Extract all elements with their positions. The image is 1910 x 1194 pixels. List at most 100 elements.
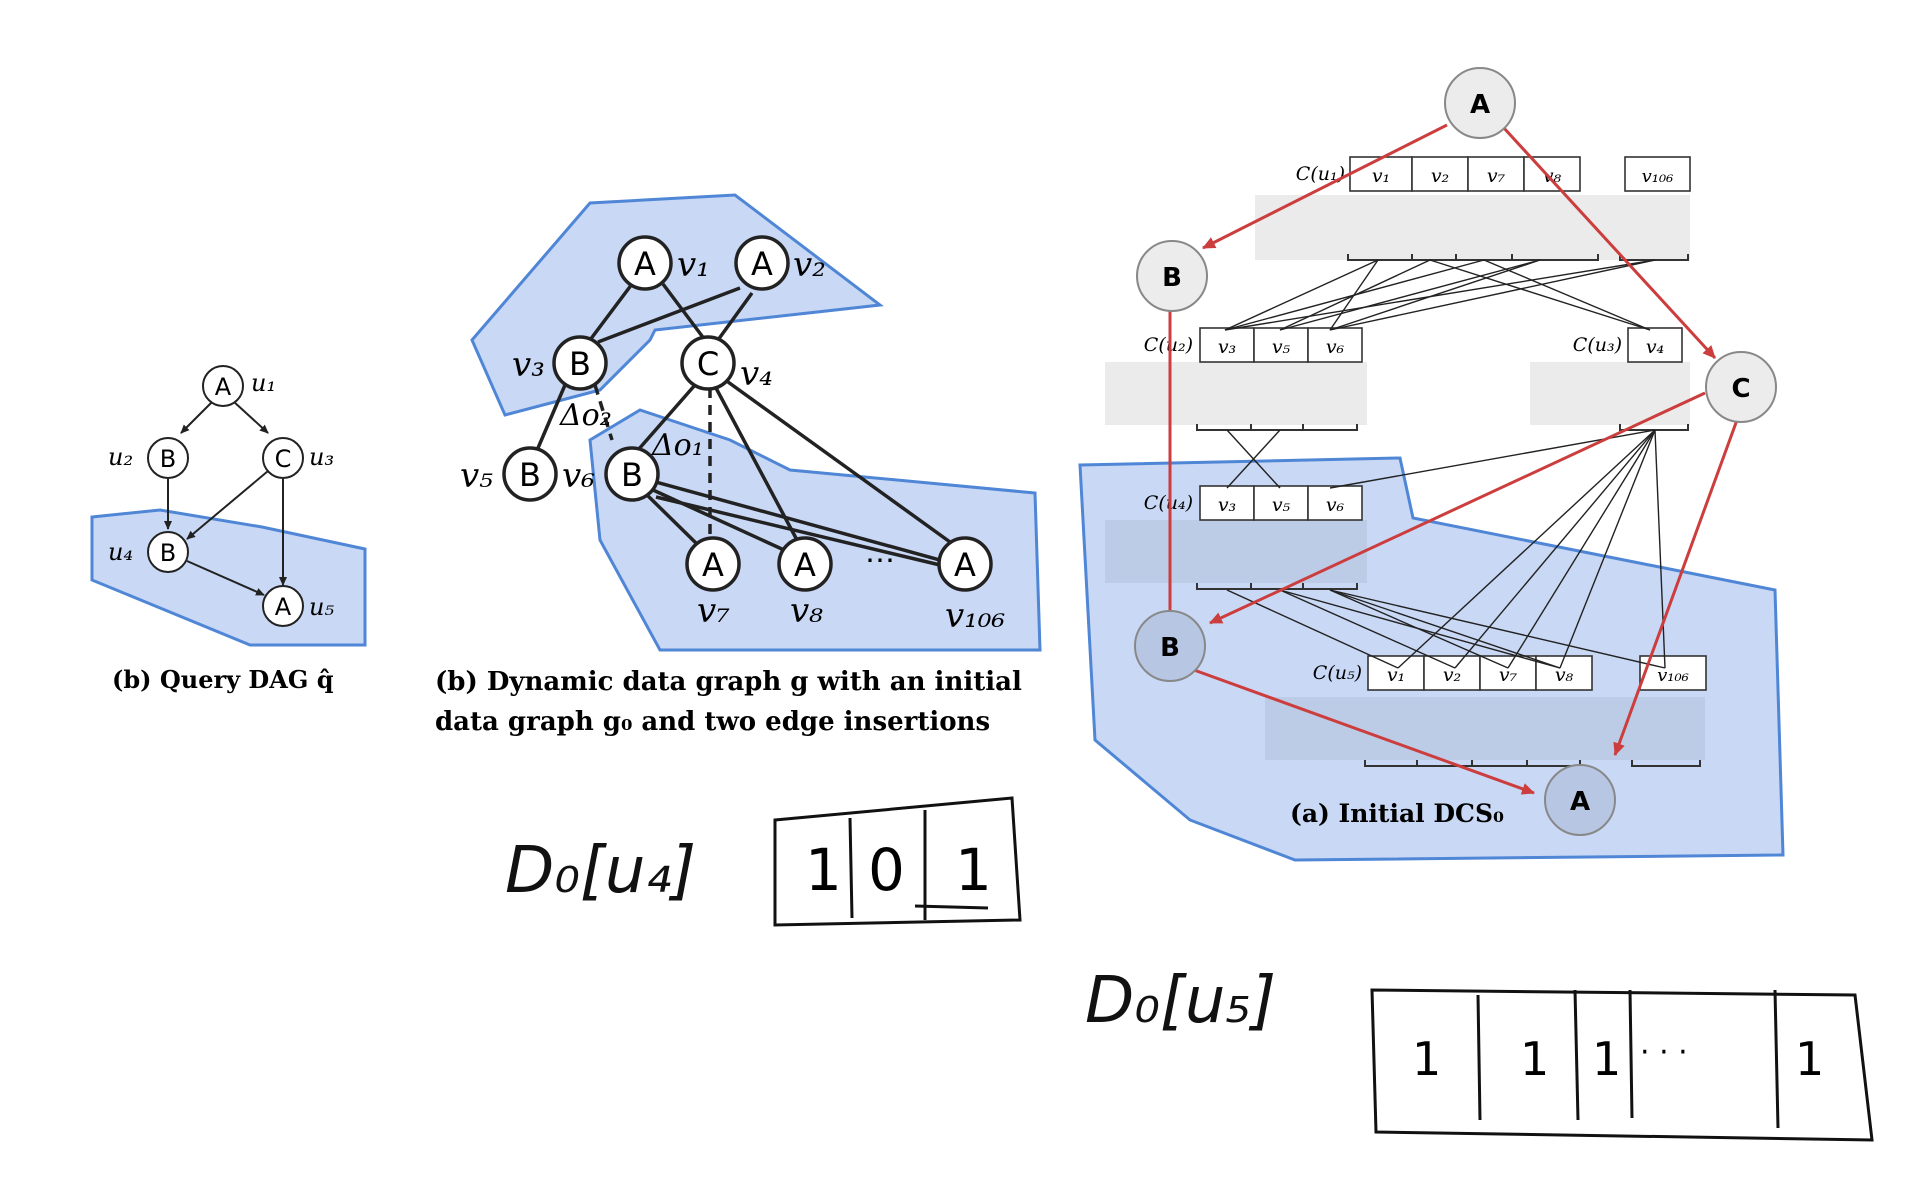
data-node-v4: C v₄	[680, 335, 773, 394]
edge-v2-v4	[716, 291, 754, 342]
data-node-v8: A v₈	[777, 536, 833, 631]
svg-text:B: B	[160, 539, 176, 567]
candidate-links	[1224, 259, 1666, 669]
svg-text:A: A	[215, 373, 232, 401]
svg-text:B: B	[519, 456, 541, 494]
svg-text:A: A	[1570, 787, 1590, 817]
handwritten-d0-u4-label: D₀[u₄]	[505, 834, 696, 908]
label-u2: u₂	[108, 443, 133, 471]
u4-cell-1: 0	[868, 836, 905, 904]
cu5-cell-text-last: v₁₀₆	[1657, 665, 1689, 686]
data-node-v106: A v₁₀₆	[937, 536, 1005, 636]
svg-text:B: B	[1162, 263, 1182, 293]
cu1-cell-text-1: v₂	[1431, 165, 1449, 187]
query-node-u4: B u₄	[108, 531, 189, 573]
cu4-label: C(u₄)	[1144, 492, 1193, 514]
edge-u1-u2	[180, 400, 214, 434]
cu1-cell-0	[1349, 156, 1413, 192]
cu1-cell-text-0: v₁	[1372, 165, 1390, 187]
cu5-cell-3	[1535, 655, 1593, 691]
query-dag-caption: (b) Query DAG q̂	[112, 665, 334, 694]
svg-text:A: A	[751, 245, 773, 283]
cu5-cell-text-1: v₂	[1443, 664, 1461, 686]
cu4-cell-0	[1199, 485, 1255, 521]
label-u4: u₄	[108, 538, 133, 566]
svg-text:A: A	[634, 245, 656, 283]
label-u1: u₁	[251, 369, 276, 397]
dcs-node-bottom-A: A	[1544, 764, 1616, 836]
cu5-cell-text-3: v₈	[1555, 664, 1574, 686]
edge-v6-v106-b	[655, 495, 941, 567]
svg-text:B: B	[160, 445, 176, 473]
dcs-node-lower-B: B	[1134, 610, 1206, 682]
cu2-cell-2	[1307, 327, 1363, 363]
cu2-cell-0	[1199, 327, 1255, 363]
svg-text:B: B	[621, 456, 643, 494]
band-cu3	[1530, 362, 1690, 425]
edge-v6-v7	[643, 491, 700, 547]
label-v4: v₄	[740, 354, 773, 394]
data-graph-caption-line1: (b) Dynamic data graph g with an initial	[435, 667, 1022, 697]
svg-text:C: C	[275, 445, 292, 473]
edge-v1-v3	[588, 282, 634, 342]
cu1-cell-text-2: v₇	[1487, 165, 1506, 187]
u4-cell-0: 1	[805, 836, 842, 904]
dcs-node-upper-B: B	[1136, 240, 1208, 312]
cu2-label: C(u₂)	[1144, 334, 1193, 356]
dcs-node-top-A: A	[1444, 67, 1516, 139]
edge-u4-u5	[186, 560, 265, 596]
u5-cell-0: 1	[1412, 1032, 1441, 1086]
query-highlight-region	[90, 508, 367, 647]
cu5-cell-0	[1367, 655, 1425, 691]
cu1-cell-3	[1523, 156, 1581, 192]
edge-v1-v4	[661, 282, 707, 342]
data-node-v7: A v₇	[685, 536, 741, 631]
edge-v6-v106	[655, 480, 941, 562]
svg-text:A: A	[1470, 90, 1490, 120]
label-v7: v₇	[697, 591, 730, 631]
svg-text:A: A	[794, 546, 816, 584]
u5-cell-1: 1	[1520, 1032, 1549, 1086]
cu1-cell-text-3: v₈	[1543, 165, 1562, 187]
cu1-cell-text-last: v₁₀₆	[1642, 166, 1674, 187]
delta-o2-label: Δo₂	[559, 398, 612, 433]
dcs-node-C: C	[1705, 351, 1777, 423]
cu2-cell-text-2: v₆	[1326, 336, 1345, 358]
label-v106: v₁₀₆	[945, 596, 1005, 636]
edge-v4-v6	[636, 383, 697, 452]
edge-u1-u3	[232, 400, 269, 434]
cu5-label: C(u₅)	[1313, 662, 1362, 684]
u5-cell-2: 1	[1592, 1032, 1621, 1086]
svg-text:B: B	[1160, 633, 1180, 663]
label-u3: u₃	[309, 443, 334, 471]
ellipsis: ⋯	[865, 543, 895, 578]
data-node-v2: A v₂	[734, 235, 826, 291]
label-v8: v₈	[790, 591, 823, 631]
svg-text:C: C	[697, 345, 719, 383]
edge-v4-v8	[714, 387, 799, 541]
cu2-cell-1	[1253, 327, 1309, 363]
handwritten-d0-u5-label: D₀[u₅]	[1085, 964, 1276, 1038]
data-node-v3: B v₃	[512, 335, 608, 391]
edge-v4-v106	[726, 380, 952, 544]
cu5-cell-text-0: v₁	[1387, 664, 1405, 686]
u4-cell-2: 1	[955, 836, 992, 904]
cu4-cell-text-1: v₅	[1272, 494, 1291, 516]
band-cu5	[1265, 697, 1705, 760]
data-node-v6: B	[604, 446, 660, 502]
cu3-cell-0	[1627, 327, 1683, 363]
cu5-cell-2	[1479, 655, 1537, 691]
dcs-caption: (a) Initial DCS₀	[1290, 799, 1504, 828]
cu2-cell-text-0: v₃	[1218, 336, 1236, 358]
cu5-cell-1	[1423, 655, 1481, 691]
cu5-cell-last	[1639, 655, 1707, 691]
edge-v2-v3	[597, 286, 741, 344]
query-node-u1: A u₁	[202, 365, 276, 407]
handwritten-d0-u4: D₀[u₄] 1 0 1	[505, 796, 1022, 927]
label-v3: v₃	[512, 345, 545, 385]
data-node-v5: B v₅ v₆	[460, 446, 595, 502]
svg-text:A: A	[275, 593, 292, 621]
cu4-cell-text-0: v₃	[1218, 494, 1236, 516]
